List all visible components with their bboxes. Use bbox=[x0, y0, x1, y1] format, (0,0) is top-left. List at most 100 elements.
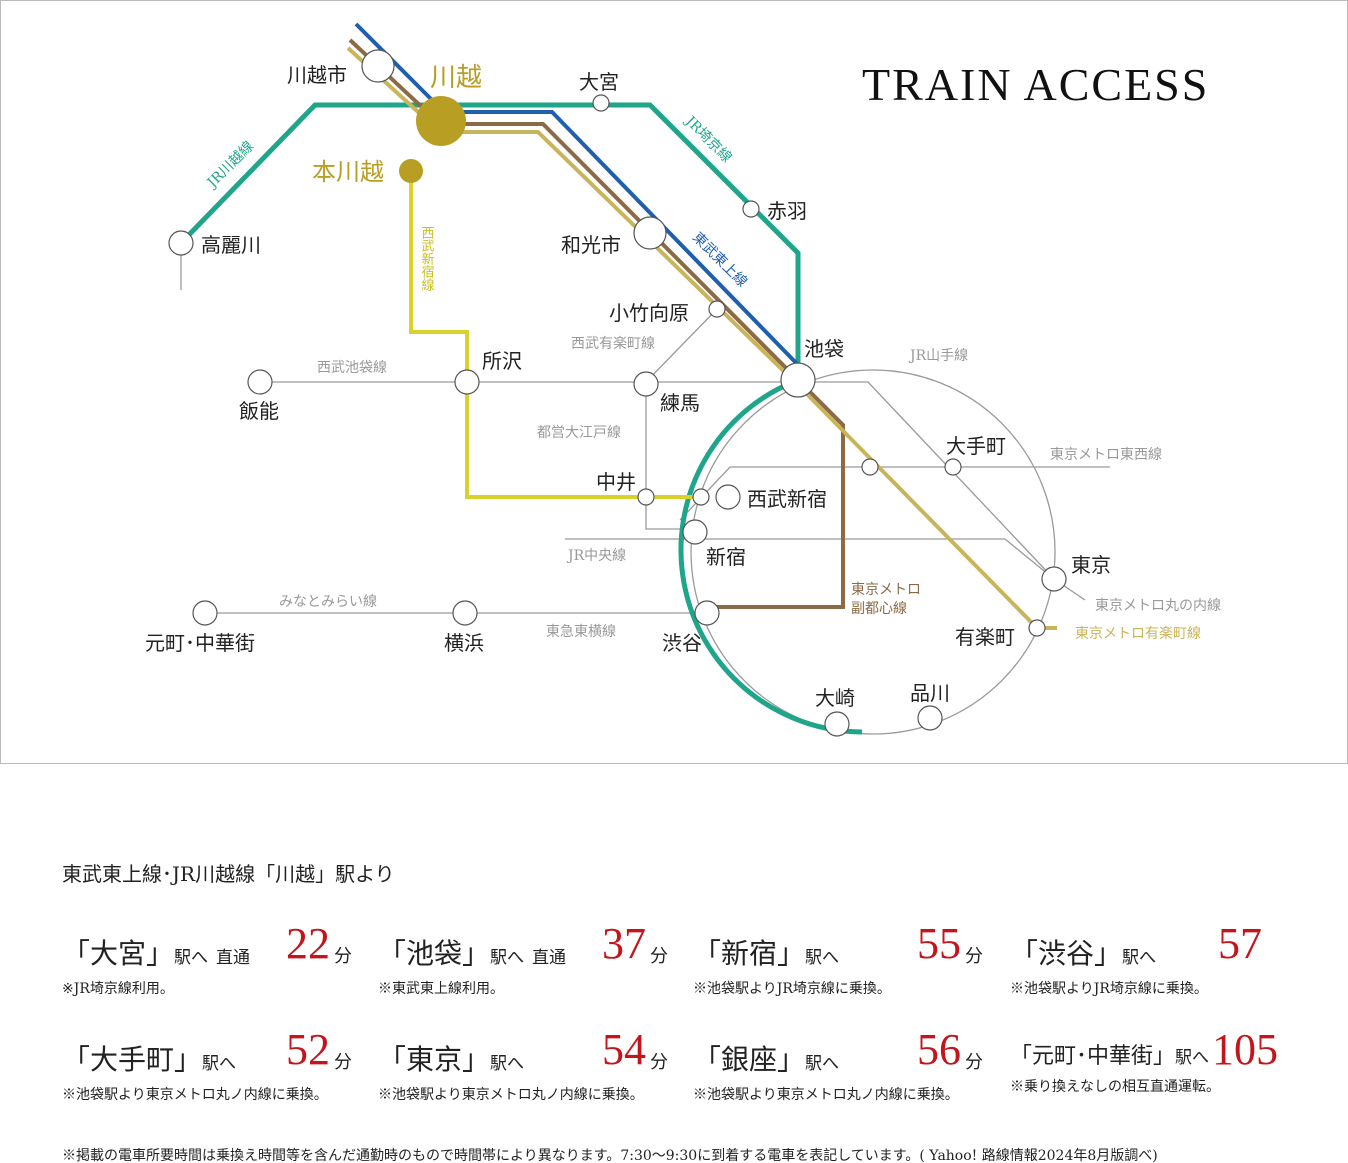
station-labels: 川越市 川越 本川越 大宮 赤羽 高麗川 和光市 小竹向原 池袋 所沢 飯能 練… bbox=[145, 63, 1111, 710]
label-komagawa: 高麗川 bbox=[201, 233, 261, 257]
destination: 「渋谷」駅へ bbox=[1010, 932, 1262, 972]
station-tokorozawa[interactable] bbox=[454, 369, 480, 395]
minutes-value: 22 bbox=[286, 919, 330, 968]
route-note: ※池袋駅より東京メトロ丸ノ内線に乗換。 bbox=[693, 1087, 959, 1103]
destination-name: 「大宮」 bbox=[62, 937, 175, 970]
label-osaki: 大崎 bbox=[815, 686, 855, 710]
label-fukutoshin-1: 東京メトロ bbox=[851, 582, 921, 598]
minutes-unit: 分 bbox=[334, 946, 352, 967]
minutes-value: 105 bbox=[1212, 1025, 1278, 1074]
label-otemachi: 大手町 bbox=[946, 434, 1006, 458]
label-nerima: 練馬 bbox=[660, 391, 700, 415]
station-motomachi[interactable] bbox=[192, 600, 218, 626]
label-honkawagoe: 本川越 bbox=[312, 158, 384, 186]
station-omiya[interactable] bbox=[592, 94, 610, 112]
destination: 「東京」駅へ bbox=[378, 1038, 668, 1078]
station-seibushinjuku-link bbox=[692, 488, 710, 506]
label-tozai: 東京メトロ東西線 bbox=[1050, 447, 1162, 463]
destination-suffix: 駅へ bbox=[1122, 948, 1157, 968]
label-oedo: 都営大江戸線 bbox=[537, 425, 621, 441]
destination-suffix: 駅へ bbox=[202, 1054, 237, 1074]
label-yokohama: 横浜 bbox=[444, 631, 484, 655]
minutes-value: 52 bbox=[286, 1025, 330, 1074]
minutes-unit: 分 bbox=[965, 1052, 983, 1073]
station-shibuya[interactable] bbox=[694, 600, 720, 626]
station-komagawa[interactable] bbox=[168, 230, 194, 256]
chuo-line bbox=[565, 538, 1055, 580]
station-kawagoeshi[interactable] bbox=[361, 49, 395, 83]
destination-suffix: 駅へ bbox=[174, 948, 209, 968]
label-yamanote: JR山手線 bbox=[908, 348, 968, 364]
station-kotakemukaihara[interactable] bbox=[708, 300, 726, 318]
station-tokyo[interactable] bbox=[1041, 566, 1067, 592]
destination: 「銀座」駅へ bbox=[693, 1038, 983, 1078]
label-ikebukuro: 池袋 bbox=[804, 337, 844, 361]
destination: 「新宿」駅へ bbox=[693, 932, 983, 972]
station-markers bbox=[168, 49, 1067, 737]
station-yurakucho[interactable] bbox=[1028, 619, 1046, 637]
destination-name: 「渋谷」 bbox=[1010, 937, 1123, 970]
station-ikebukuro[interactable] bbox=[780, 362, 816, 398]
station-nakai[interactable] bbox=[637, 488, 655, 506]
label-motomachi: 元町･中華街 bbox=[145, 631, 255, 655]
label-seibu-ikebukuro: 西武池袋線 bbox=[317, 360, 387, 376]
station-shinjuku[interactable] bbox=[682, 519, 708, 545]
route-note: ※乗り換えなしの相互直通運転。 bbox=[1010, 1079, 1220, 1095]
destination-suffix: 駅へ bbox=[490, 1054, 525, 1074]
label-minatomirai: みなとみらい線 bbox=[279, 594, 377, 610]
route-note: ※東武東上線利用。 bbox=[378, 981, 504, 997]
station-otemachi[interactable] bbox=[944, 458, 962, 476]
route-map: TRAIN ACCESS bbox=[0, 0, 1348, 764]
label-omiya: 大宮 bbox=[579, 70, 619, 94]
destination-suffix: 駅へ bbox=[805, 948, 840, 968]
label-chuo: JR中央線 bbox=[566, 548, 626, 564]
minutes-value: 55 bbox=[917, 919, 961, 968]
station-kawagoe[interactable] bbox=[416, 96, 466, 146]
destination-suffix: 駅へ bbox=[490, 948, 525, 968]
destination: 「大宮」駅へ直通 bbox=[62, 932, 352, 972]
jr-kawagoe-saikyo-line bbox=[179, 102, 801, 380]
minutes-value: 56 bbox=[917, 1025, 961, 1074]
destination: 「池袋」駅へ直通 bbox=[378, 932, 668, 972]
yamanote-line bbox=[690, 369, 1056, 735]
label-kawagoeshi: 川越市 bbox=[287, 63, 347, 87]
marunouchi-line bbox=[798, 381, 1086, 601]
label-yurakucho: 有楽町 bbox=[955, 625, 1015, 649]
label-fukutoshin-2: 副都心線 bbox=[851, 601, 907, 617]
minutes-value: 54 bbox=[602, 1025, 646, 1074]
minutes-unit: 分 bbox=[650, 946, 668, 967]
label-tokyo: 東京 bbox=[1071, 553, 1111, 577]
station-nerima[interactable] bbox=[633, 371, 659, 397]
station-hanno[interactable] bbox=[247, 369, 273, 395]
oedo-line bbox=[645, 382, 695, 530]
footnote: ※掲載の電車所要時間は乗換え時間等を含んだ通勤時のもので時間帯により異なります。… bbox=[62, 1148, 1158, 1163]
station-honkawagoe[interactable] bbox=[399, 159, 423, 183]
station-osaki[interactable] bbox=[824, 711, 850, 737]
station-wakoshi[interactable] bbox=[633, 216, 667, 250]
route-note: ※池袋駅より東京メトロ丸ノ内線に乗換。 bbox=[378, 1087, 644, 1103]
label-shinjuku: 新宿 bbox=[706, 545, 746, 569]
minutes-value: 37 bbox=[602, 919, 646, 968]
label-seibu-yurakucho: 西武有楽町線 bbox=[571, 336, 655, 352]
direct-label: 直通 bbox=[532, 948, 567, 968]
station-seibushinjuku[interactable] bbox=[715, 484, 741, 510]
jr-saikyo-yamanote-arc bbox=[678, 377, 863, 735]
destination-name: 「新宿」 bbox=[693, 937, 806, 970]
station-shinagawa[interactable] bbox=[917, 705, 943, 731]
station-yokohama[interactable] bbox=[452, 600, 478, 626]
station-akabane[interactable] bbox=[742, 200, 760, 218]
label-yurakucho-line: 東京メトロ有楽町線 bbox=[1075, 626, 1201, 642]
label-shinagawa: 品川 bbox=[910, 681, 950, 705]
label-kotakemukaihara: 小竹向原 bbox=[609, 301, 689, 325]
destination: 「大手町」駅へ bbox=[62, 1038, 352, 1078]
seibu-yurakucho-line bbox=[645, 308, 718, 383]
route-note: ※池袋駅よりJR埼京線に乗換。 bbox=[693, 981, 891, 997]
label-seibushinjuku: 西武新宿 bbox=[747, 487, 827, 511]
